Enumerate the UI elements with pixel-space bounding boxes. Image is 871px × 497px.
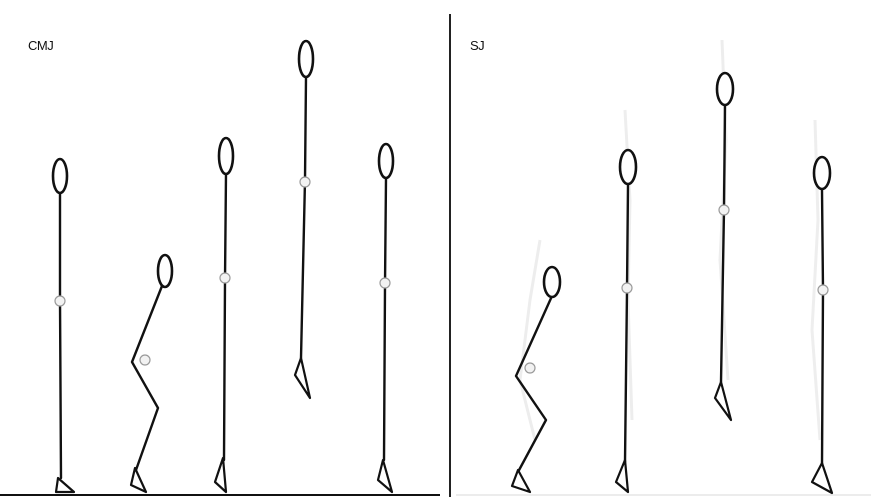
cmj-landing-com-marker [380, 278, 390, 288]
sj-figure-flight [715, 73, 733, 420]
cmj-landing-foot [378, 460, 392, 492]
cmj-flight-foot [295, 358, 310, 398]
cmj-standing-com-marker [55, 296, 65, 306]
cmj-flight-body [301, 77, 306, 358]
sj-ghost-traces [520, 40, 820, 440]
cmj-takeoff-com-marker [220, 273, 230, 283]
sj-squat-body [516, 296, 552, 472]
cmj-squat-body [132, 286, 162, 470]
sj-flight-com-marker [719, 205, 729, 215]
sj-takeoff-com-marker [622, 283, 632, 293]
cmj-figure-squat [131, 255, 172, 492]
cmj-takeoff-foot [215, 458, 226, 492]
cmj-squat-foot [131, 468, 146, 492]
cmj-figure-standing [53, 159, 74, 492]
cmj-standing-body [60, 193, 61, 478]
sj-landing-head [814, 157, 830, 189]
sj-squat-foot [512, 470, 530, 492]
sj-figure-takeoff [616, 150, 636, 492]
cmj-figure-landing [378, 144, 393, 492]
cmj-figure-flight [295, 41, 313, 398]
cmj-flight-com-marker [300, 177, 310, 187]
cmj-flight-head [299, 41, 313, 77]
sj-takeoff-head [620, 150, 636, 184]
sj-takeoff-foot [616, 460, 628, 492]
cmj-landing-body [384, 178, 386, 460]
sj-landing-foot [812, 463, 832, 493]
cmj-squat-com-marker [140, 355, 150, 365]
sj-flight-head [717, 73, 733, 105]
cmj-standing-head [53, 159, 67, 193]
sj-flight-foot [715, 382, 731, 420]
cmj-takeoff-body [224, 173, 226, 460]
sj-landing-body [822, 190, 823, 465]
sj-figure-squat [512, 267, 560, 492]
sj-takeoff-body [625, 184, 628, 462]
sj-squat-com-marker [525, 363, 535, 373]
sj-landing-com-marker [818, 285, 828, 295]
cmj-landing-head [379, 144, 393, 178]
cmj-figure-takeoff [215, 138, 233, 492]
sj-figure-landing [812, 157, 832, 493]
cmj-standing-foot [56, 478, 74, 492]
cmj-takeoff-head [219, 138, 233, 174]
sj-squat-head [544, 267, 560, 297]
cmj-squat-head [158, 255, 172, 287]
